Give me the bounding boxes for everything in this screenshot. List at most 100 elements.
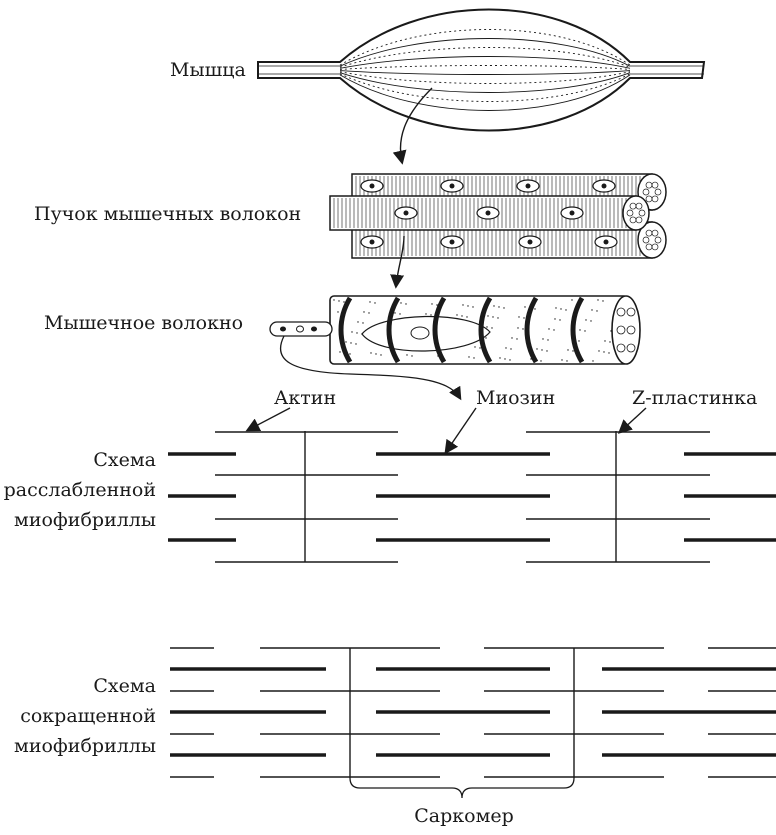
fiber-dot [597,299,599,301]
fiber-dot [369,301,371,303]
end-fibril [626,209,634,217]
muscle-fiber-line [339,47,631,68]
fiber-dot [510,348,512,350]
fiber-dot [337,311,339,313]
nucleus-core [603,239,609,245]
fiber-dot [411,355,413,357]
fiber-dot [473,357,475,359]
muscle-fiber-illustration [269,295,641,365]
muscle-fiber-line [339,56,631,69]
fiber-dot [399,313,401,315]
fiber-dot [608,352,610,354]
fiber-dot [505,347,507,349]
fiber-dot [547,339,549,341]
fiber-dot [485,337,487,339]
fiber-dot [542,338,544,340]
fiber-dot [499,357,501,359]
nucleus-core [369,239,375,245]
fiber-dot [436,304,438,306]
nucleus-core [525,183,531,189]
fiber-dot [554,318,556,320]
fiber-dot [522,328,524,330]
fiber-dot [504,358,506,360]
fiber-dot [380,354,382,356]
fiber-dot [491,327,493,329]
fiber-dot [598,350,600,352]
fiber-dot [468,356,470,358]
fiber-dot [474,346,476,348]
fiber-dot [400,302,402,304]
fiber-dot [560,308,562,310]
fiber-dot [356,332,358,334]
fiber-dot [566,360,568,362]
fiber-dot [546,350,548,352]
fiber-dot [604,340,606,342]
label-bundle: Пучок мышечных волокон [34,203,301,225]
muscle-fiber-line [339,70,631,75]
fiber-dot [349,353,351,355]
fiber-dot [394,312,396,314]
fiber-band [478,296,493,364]
end-myofibril [626,325,636,335]
fiber-dot [333,299,335,301]
label-contracted-line1: Схема [93,675,156,697]
fiber-dot [548,328,550,330]
fiber-dot [456,314,458,316]
nucleus-core [527,239,533,245]
nucleus-core [449,239,455,245]
label-z-disc: Z-пластинка [632,387,757,409]
end-fibril [651,229,659,237]
label-sarcomere: Саркомер [414,805,514,827]
end-fibril [629,216,637,224]
fiber-dot [461,315,463,317]
fiber-dot [578,340,580,342]
end-fibril [642,236,650,244]
fiber-dot [585,319,587,321]
fiber-dot [503,307,505,309]
arrow-fiber-to-myofibril [279,335,462,401]
fiber-dot [592,360,594,362]
fiber-band [338,296,353,364]
fiber-dot [602,300,604,302]
end-fibril [635,202,643,210]
fiber-dot [493,305,495,307]
fiber-dot [338,300,340,302]
fiber-band [524,296,539,364]
end-fibril [638,209,646,217]
fiber-dot [357,321,359,323]
nucleus-core [601,183,607,189]
end-myofibril [626,307,636,317]
muscle-fiber-line [339,73,631,102]
end-fibril [654,188,662,196]
fiber-dot [370,352,372,354]
fiber-dot [559,319,561,321]
fiber-dot [355,343,357,345]
fiber-dot [339,351,341,353]
fiber-dot [609,341,611,343]
fiber-dot [561,359,563,361]
fiber-dot [524,306,526,308]
label-relaxed-line3: миофибриллы [14,509,156,531]
fiber-dot [492,316,494,318]
fiber-dot [517,327,519,329]
fiber-band [386,296,401,364]
fiber-dot [430,314,432,316]
fiber-dot [479,347,481,349]
fiber-band [432,296,447,364]
relaxed-myofibril-schema [168,431,776,563]
contracted-myofibril-schema [170,647,776,799]
muscle-fiber-line [339,38,631,67]
sarcomere-brace [349,777,575,799]
end-fibril [651,181,659,189]
label-fiber: Мышечное волокно [44,312,243,334]
fiber-dot [368,312,370,314]
fiber-dot [374,302,376,304]
fiber-dot [534,308,536,310]
end-fibril [654,236,662,244]
end-myofibril [616,307,626,317]
label-actin: Актин [274,387,336,409]
arrow-muscle-to-bundle [392,87,433,165]
label-muscle: Мышца [170,59,246,81]
fiber-dot [363,311,365,313]
fiber-dot [425,313,427,315]
